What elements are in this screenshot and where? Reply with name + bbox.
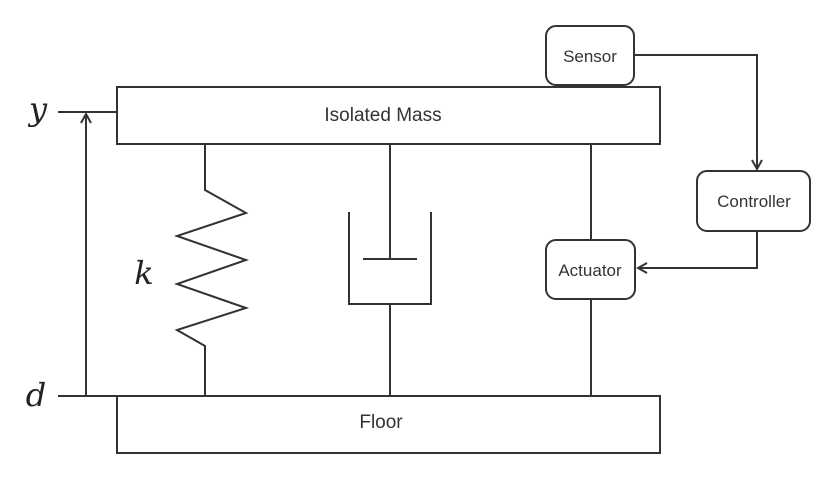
floor-block: Floor: [116, 395, 661, 454]
sensor-label: Sensor: [563, 47, 617, 66]
spring: k: [134, 144, 250, 396]
controller-label: Controller: [717, 192, 791, 211]
controller: Controller: [696, 170, 811, 232]
y-displacement-label: y: [27, 90, 48, 128]
actuator-label: Actuator: [558, 261, 622, 280]
displacement-indicators: y d: [26, 90, 117, 414]
damper: [348, 144, 432, 396]
d-displacement-label: d: [26, 376, 46, 414]
spring-constant-label: k: [134, 254, 153, 292]
isolated-mass-label: Isolated Mass: [324, 105, 441, 126]
feedback-path: [634, 54, 758, 268]
isolated-mass-block: Isolated Mass: [116, 86, 661, 145]
floor-label: Floor: [359, 412, 403, 433]
actuator: Actuator: [545, 144, 636, 396]
controller-to-actuator-arrow: [638, 231, 758, 268]
sensor-to-controller-arrow: [634, 54, 757, 169]
sensor: Sensor: [545, 25, 635, 86]
